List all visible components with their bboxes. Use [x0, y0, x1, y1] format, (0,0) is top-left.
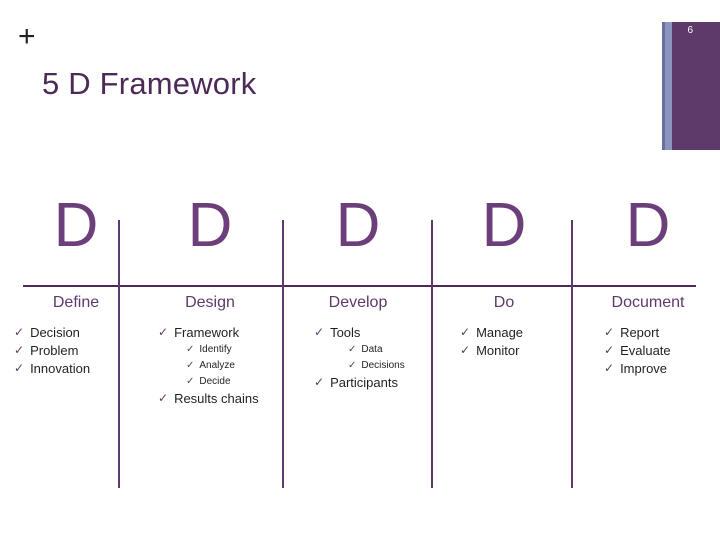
check-icon: ✓	[604, 361, 615, 375]
column-divider-3	[431, 220, 433, 488]
list-item: ✓ Problem	[14, 342, 144, 359]
list-item: ✓ Innovation	[14, 360, 144, 377]
framework-column-document: D Document ✓ Report ✓ Evaluate ✓ Improve	[578, 190, 718, 500]
slide-number: 6	[687, 25, 693, 36]
framework-column-design: D Design ✓ Framework ✓ Identify ✓ Analyz…	[140, 190, 280, 500]
framework-column-develop: D Develop ✓ Tools ✓ Data ✓ Decisions ✓ P…	[288, 190, 428, 500]
corner-band-stripe	[665, 22, 672, 150]
list-item: ✓ Decisions	[348, 358, 426, 373]
plus-icon: +	[18, 20, 36, 53]
check-icon: ✓	[460, 343, 471, 357]
list-item-label: Tools	[330, 325, 361, 340]
list-item-label: Problem	[30, 343, 79, 358]
check-icon: ✓	[158, 325, 169, 339]
list-item: ✓ Analyze	[186, 358, 278, 373]
list-item: ✓ Decision	[14, 324, 144, 341]
bullet-list-design: ✓ Framework ✓ Identify ✓ Analyze ✓ Decid…	[140, 324, 280, 407]
list-item: ✓ Tools	[314, 324, 426, 341]
list-item-label: Analyze	[199, 360, 235, 371]
column-label-do: Do	[493, 294, 515, 311]
list-item: ✓ Manage	[460, 324, 572, 341]
column-label-document: Document	[611, 294, 685, 311]
framework-columns: D Define ✓ Decision ✓ Problem ✓ Innovati…	[0, 190, 720, 500]
list-item-label: Decide	[199, 376, 231, 387]
list-item-label: Decision	[30, 325, 80, 340]
list-item: ✓ Data	[348, 342, 426, 357]
column-divider-2	[282, 220, 284, 488]
bullet-list-develop: ✓ Tools ✓ Data ✓ Decisions ✓ Participant…	[288, 324, 428, 391]
bullet-list-document: ✓ Report ✓ Evaluate ✓ Improve	[578, 324, 718, 377]
list-item: ✓ Improve	[604, 360, 716, 377]
big-letter-do: D	[481, 191, 527, 260]
bullet-list-do: ✓ Manage ✓ Monitor	[434, 324, 574, 359]
check-icon: ✓	[460, 325, 471, 339]
check-icon: ✓	[186, 344, 195, 355]
check-icon: ✓	[348, 360, 357, 371]
column-label-define: Define	[52, 294, 100, 311]
list-item: ✓ Report	[604, 324, 716, 341]
list-item: ✓ Monitor	[460, 342, 572, 359]
header-divider	[23, 285, 696, 287]
page-title: 5 D Framework	[42, 65, 257, 101]
check-icon: ✓	[14, 361, 25, 375]
list-item-label: Evaluate	[620, 343, 671, 358]
check-icon: ✓	[186, 360, 195, 371]
framework-column-do: D Do ✓ Manage ✓ Monitor	[434, 190, 574, 500]
list-item-label: Results chains	[174, 391, 259, 406]
list-item: ✓ Evaluate	[604, 342, 716, 359]
column-label-develop: Develop	[328, 294, 388, 311]
list-item-label: Report	[620, 325, 660, 340]
column-divider-4	[571, 220, 573, 488]
list-item: ✓ Participants	[314, 374, 426, 391]
corner-band-stripe-inner	[662, 22, 665, 150]
check-icon: ✓	[604, 325, 615, 339]
list-item-label: Data	[361, 344, 383, 355]
check-icon: ✓	[314, 375, 325, 389]
big-letter-develop: D	[335, 191, 381, 260]
check-icon: ✓	[158, 391, 169, 405]
list-item: ✓ Results chains	[158, 390, 278, 407]
column-divider-1	[118, 220, 120, 488]
list-item-label: Manage	[476, 325, 524, 340]
check-icon: ✓	[314, 325, 325, 339]
big-letter-document: D	[625, 191, 671, 260]
check-icon: ✓	[14, 343, 25, 357]
list-item: ✓ Decide	[186, 374, 278, 389]
check-icon: ✓	[348, 344, 357, 355]
list-item-label: Improve	[620, 361, 668, 376]
big-letter-design: D	[187, 191, 233, 260]
bullet-list-define: ✓ Decision ✓ Problem ✓ Innovation	[6, 324, 146, 377]
check-icon: ✓	[186, 376, 195, 387]
list-item-label: Monitor	[476, 343, 520, 358]
list-item-label: Decisions	[361, 360, 405, 371]
list-item-label: Identify	[199, 344, 232, 355]
check-icon: ✓	[14, 325, 25, 339]
list-item-label: Innovation	[30, 361, 91, 376]
list-item: ✓ Framework	[158, 324, 278, 341]
list-item: ✓ Identify	[186, 342, 278, 357]
list-item-label: Framework	[174, 325, 240, 340]
corner-band	[672, 22, 720, 150]
framework-column-define: D Define ✓ Decision ✓ Problem ✓ Innovati…	[6, 190, 146, 500]
big-letter-define: D	[53, 191, 99, 260]
check-icon: ✓	[604, 343, 615, 357]
list-item-label: Participants	[330, 375, 398, 390]
column-label-design: Design	[185, 294, 235, 311]
